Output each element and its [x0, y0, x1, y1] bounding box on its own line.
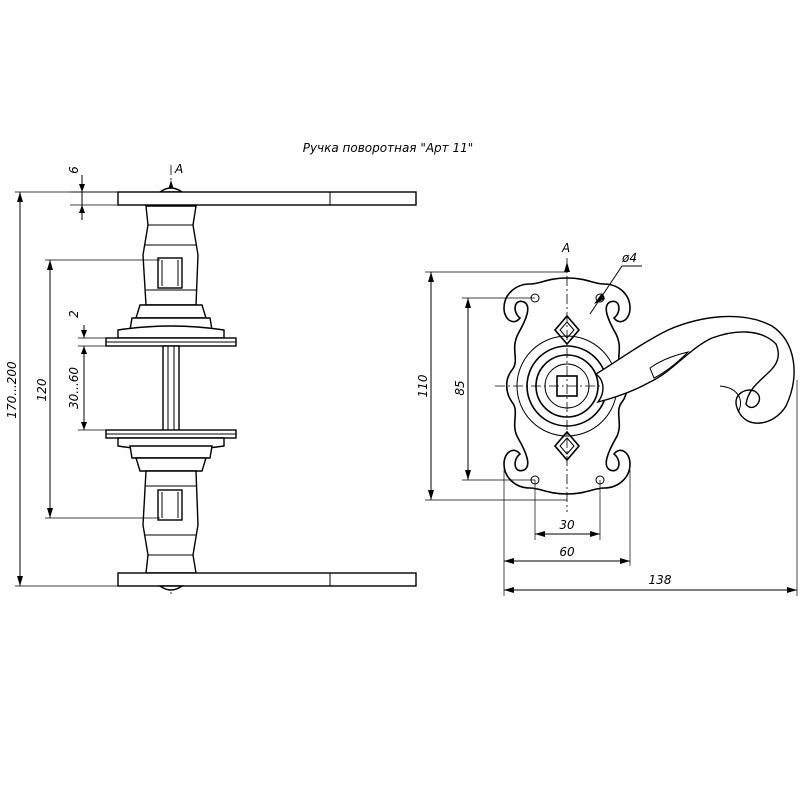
dim-30-60: 30...60: [67, 367, 81, 409]
dim-138: 138: [649, 573, 672, 587]
dim-2: 2: [67, 310, 81, 318]
dim-85: 85: [453, 380, 467, 395]
dim-110: 110: [416, 374, 430, 397]
dim-170-200: 170...200: [5, 361, 19, 419]
dim-120: 120: [35, 378, 49, 401]
dim-phi4: ø4: [621, 251, 637, 265]
lever-handle: [594, 315, 795, 424]
spindle-square: [556, 375, 578, 397]
front-view-dimensions: ø4 110 85 30 60 138: [416, 251, 798, 596]
front-view: A: [495, 241, 795, 512]
escutcheon-plate: [503, 277, 631, 495]
dim-60: 60: [559, 545, 575, 559]
side-view: A: [105, 162, 417, 595]
side-view-dimensions: 6 170...200 120 2 30...60: [5, 166, 160, 587]
dim-6: 6: [67, 166, 81, 174]
dim-30: 30: [559, 518, 575, 532]
drawing-title: Ручка поворотная "Арт 11": [303, 141, 474, 155]
section-label-side: A: [174, 162, 183, 176]
section-label-front: A: [561, 241, 570, 255]
